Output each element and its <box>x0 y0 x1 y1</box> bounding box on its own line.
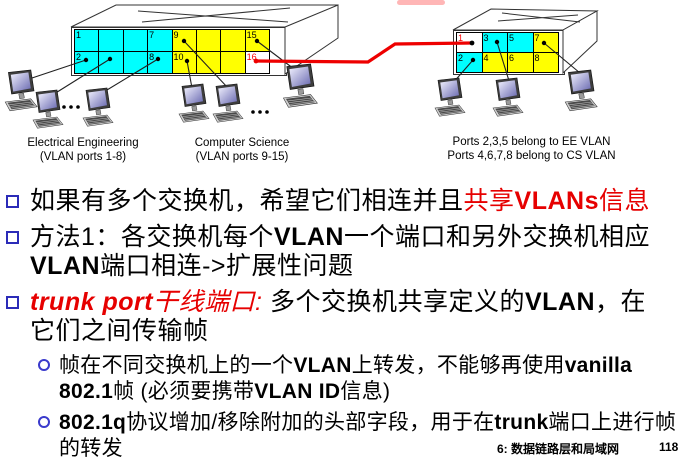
port-left-blank <box>196 30 221 51</box>
port-right-6: 6 <box>508 53 533 72</box>
port-left-15: 15 <box>245 30 269 51</box>
port-right-5: 5 <box>508 33 533 52</box>
trunk-link-line <box>255 41 473 64</box>
port-left-10: 10 <box>172 52 196 73</box>
port-left-1: 1 <box>75 30 99 51</box>
port-right-3: 3 <box>482 33 507 52</box>
port-right-2: 2 <box>457 53 482 72</box>
port-right-1: 1 <box>457 33 482 52</box>
square-bullet-icon <box>6 195 19 208</box>
computer-icon <box>282 63 318 108</box>
computer-icon <box>564 69 598 112</box>
port-left-blank <box>123 52 148 73</box>
bullet-item: trunk port干线端口: 多个交换机共享定义的VLAN，在它们之间传输帧 <box>4 288 685 346</box>
port-right-4: 4 <box>482 53 507 72</box>
port-left-8: 8 <box>148 52 172 73</box>
bullet-item: 如果有多个交换机，希望它们相连并且共享VLANs信息 <box>4 187 685 216</box>
bullet-text: 帧在不同交换机上的一个VLAN上转发，不能够再使用vanilla 802.1帧 … <box>59 354 633 403</box>
computer-icon <box>212 83 244 123</box>
bullet-text: 方法1：各交换机每个VLAN一个端口和另外交换机相应VLAN端口相连->扩展性问… <box>30 223 650 280</box>
computer-icon <box>434 77 466 117</box>
cs-vlan-label: Computer Science (VLAN ports 9-15) <box>194 137 290 163</box>
port-left-2: 2 <box>75 52 99 73</box>
circle-bullet-icon <box>38 416 50 428</box>
port-right-8: 8 <box>533 53 558 72</box>
port-left-blank <box>99 52 123 73</box>
footer-section-title: 6: 数据链路层和局域网 <box>497 442 620 456</box>
port-right-7: 7 <box>533 33 558 52</box>
port-left-blank <box>99 30 123 51</box>
sub-bullet-item: 帧在不同交换机上的一个VLAN上转发，不能够再使用vanilla 802.1帧 … <box>38 353 685 405</box>
port-left-16: 16 <box>245 52 269 73</box>
right-switch-vlan-label: Ports 2,3,5 belong to EE VLAN Ports 4,6,… <box>447 136 616 162</box>
circle-bullet-icon <box>38 359 50 371</box>
sub-bullet-item: 802.1q协议增加/移除附加的头部字段，用于在trunk端口上进行帧的转发 <box>38 410 685 462</box>
port-left-blank <box>196 52 221 73</box>
bullet-text: 802.1q协议增加/移除附加的头部字段，用于在trunk端口上进行帧的转发 <box>59 411 677 460</box>
ellipsis-dots <box>62 105 269 114</box>
computer-icon <box>82 87 114 127</box>
port-left-9: 9 <box>172 30 196 51</box>
computer-icon <box>178 83 210 123</box>
cropped-title-artifact <box>397 0 445 5</box>
computer-icon <box>4 69 38 112</box>
port-left-blank <box>221 30 245 51</box>
ee-vlan-label: Electrical Engineering (VLAN ports 1-8) <box>27 137 139 163</box>
port-left-blank <box>123 30 148 51</box>
port-left-blank <box>221 52 245 73</box>
port-left-7: 7 <box>148 30 172 51</box>
square-bullet-icon <box>6 231 19 244</box>
bullet-text: 如果有多个交换机，希望它们相连并且共享VLANs信息 <box>30 187 651 215</box>
bullet-list: 如果有多个交换机，希望它们相连并且共享VLANs信息方法1：各交换机每个VLAN… <box>0 187 685 463</box>
square-bullet-icon <box>6 296 19 309</box>
computer-icon <box>32 89 64 129</box>
bullet-text: trunk port干线端口: 多个交换机共享定义的VLAN，在它们之间传输帧 <box>30 288 647 345</box>
footer-page-number: 118 <box>659 440 679 454</box>
bullet-item: 方法1：各交换机每个VLAN一个端口和另外交换机相应VLAN端口相连->扩展性问… <box>4 223 685 281</box>
computer-icon <box>492 77 524 117</box>
